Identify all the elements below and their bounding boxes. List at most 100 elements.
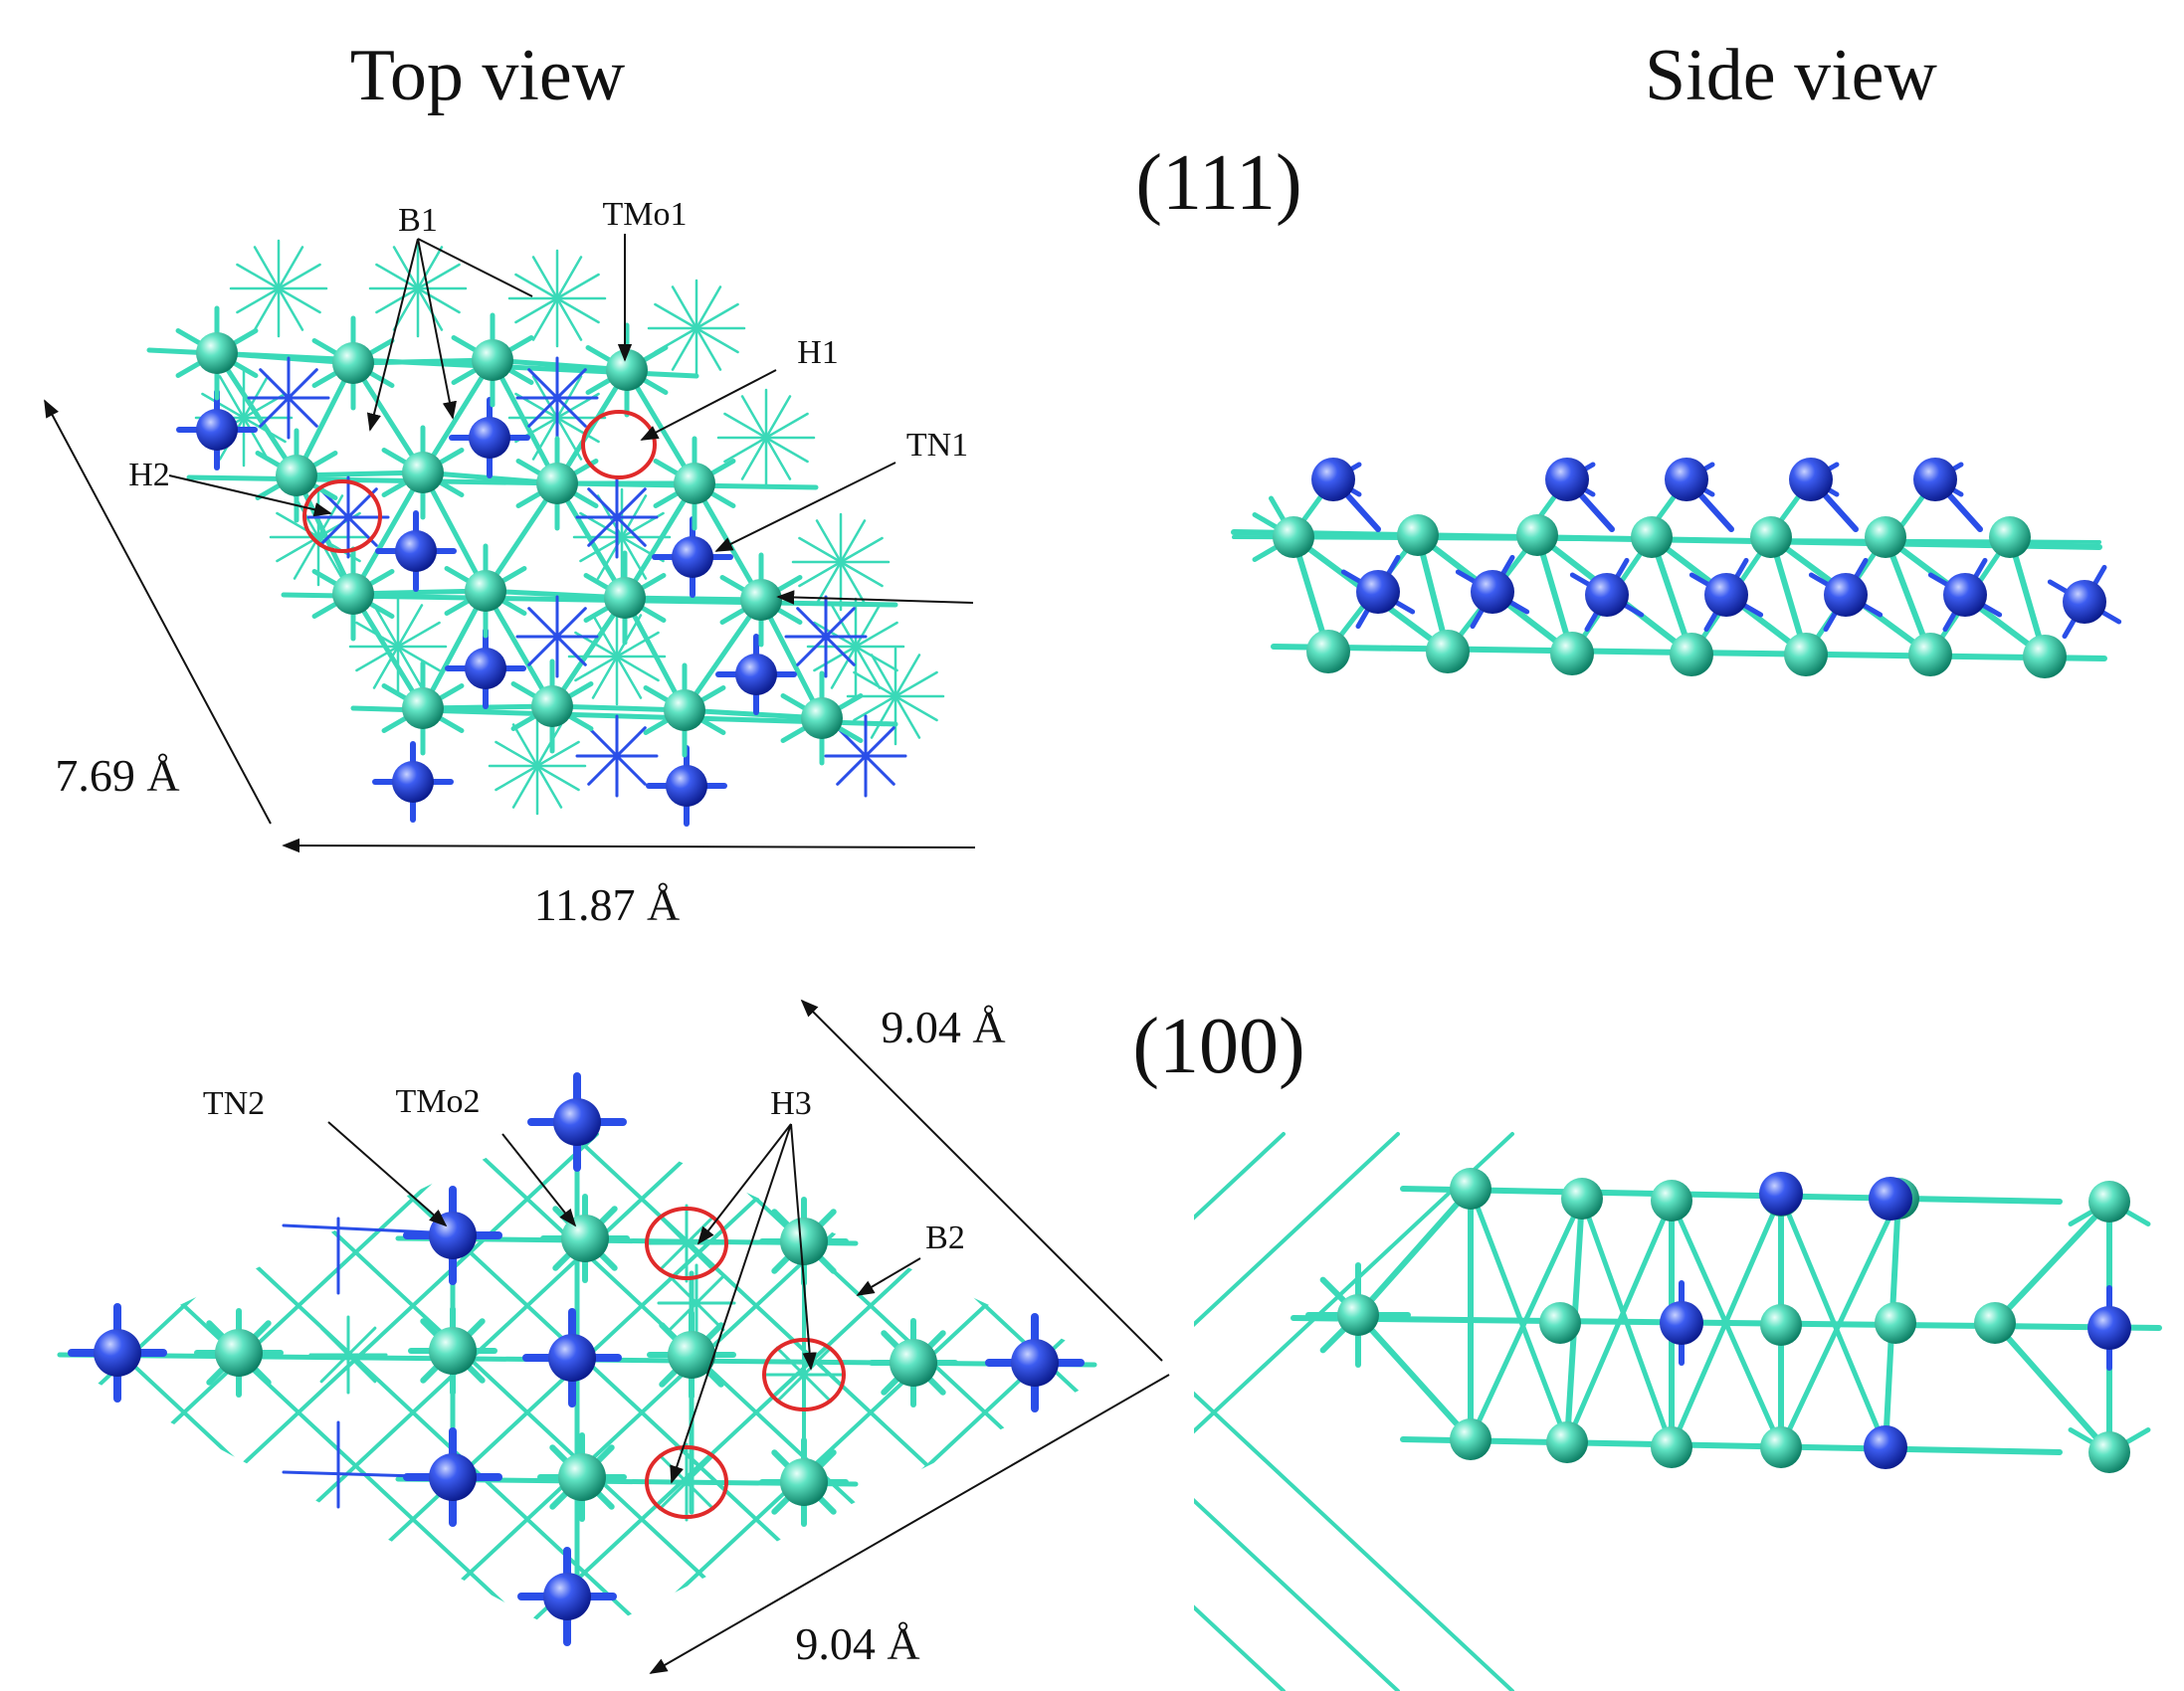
atoms-100 [94, 1098, 1059, 1620]
atoms-side-100 [1337, 1168, 2131, 1473]
bond-star [259, 368, 318, 428]
mo-atom [215, 1329, 263, 1377]
n-atom [735, 654, 777, 695]
n-atom [543, 1573, 591, 1620]
label-b1: B1 [398, 202, 438, 239]
bond [1778, 1193, 1888, 1450]
bond-star [796, 607, 856, 666]
mo-atom [740, 579, 782, 621]
bond-star [375, 263, 461, 314]
bond-star [836, 726, 895, 786]
n-atom [1665, 458, 1708, 501]
mo-atom [429, 1327, 477, 1375]
bond [1564, 1198, 1675, 1445]
bond [490, 357, 560, 486]
dimension-100-a: 9.04 Å [881, 1002, 1005, 1052]
bond [350, 357, 496, 366]
mo-atom [780, 1458, 828, 1506]
bond [1468, 1186, 1570, 1445]
n-atom [666, 765, 707, 807]
bond [420, 357, 496, 475]
bond [682, 597, 764, 713]
bond [483, 480, 560, 594]
mo-atom [890, 1339, 937, 1387]
label-tn1: TN1 [906, 427, 968, 464]
bond-star [775, 1346, 833, 1404]
bond [622, 480, 697, 601]
bond [1355, 1186, 1474, 1318]
atoms-side-111 [1273, 458, 2106, 678]
label-h3: H3 [770, 1085, 812, 1122]
dimension-111-b: 11.87 Å [534, 879, 681, 930]
bond [622, 595, 764, 603]
bond [350, 470, 426, 597]
mo-atom [1750, 516, 1792, 558]
n-atom [1545, 458, 1589, 501]
mo-atom [1273, 516, 1314, 558]
bond-star [355, 621, 441, 672]
n-atom [1311, 458, 1355, 501]
mo-atom [1550, 632, 1594, 675]
bond-network-side-100 [1291, 1186, 2162, 1455]
dimension-111-a: 7.69 Å [55, 750, 179, 801]
mo-atom [1561, 1178, 1603, 1220]
bond [294, 360, 356, 478]
bond [622, 595, 688, 713]
mo-atom [196, 332, 238, 374]
bond-star [574, 631, 660, 682]
top-view-100 [0, 1072, 1514, 1691]
bond [294, 470, 426, 478]
bond-star [514, 273, 600, 324]
mo-atom [1651, 1180, 1692, 1221]
n-atom [1943, 573, 1987, 617]
n-atom [465, 648, 506, 689]
mo-atom [780, 1218, 828, 1265]
n-atom [553, 1098, 601, 1146]
mo-atom [664, 689, 705, 731]
n-atom [429, 1212, 477, 1259]
label-tn2: TN2 [203, 1085, 265, 1122]
bond-star [668, 1274, 725, 1332]
n-atom [1864, 1425, 1907, 1469]
mo-atom [2088, 1181, 2130, 1222]
n-atom [392, 761, 434, 803]
side-view-header: Side view [1645, 35, 1937, 116]
mo-atom [276, 455, 317, 496]
mo-atom [1306, 630, 1350, 673]
site-circle-h3-b [762, 1338, 846, 1411]
mask [0, 1094, 1194, 1691]
label-tmo1: TMo1 [603, 196, 688, 233]
n-atom [672, 536, 713, 578]
mo-atom [604, 577, 646, 619]
n-atom [1011, 1339, 1059, 1387]
mo-atom [472, 339, 513, 381]
n-atom [1704, 573, 1748, 617]
mo-atom [1908, 633, 1952, 676]
mo-atom [1450, 1168, 1491, 1210]
n-atom [1789, 458, 1833, 501]
label-b2: B2 [925, 1220, 965, 1256]
mo-atom [1337, 1294, 1379, 1336]
n-atom [196, 409, 238, 451]
mo-atom [536, 463, 578, 504]
bond-star [318, 487, 378, 547]
top-view-111 [146, 239, 945, 827]
bond [1400, 1186, 2063, 1205]
mo-atom [674, 463, 715, 504]
label-h2: H2 [128, 457, 170, 493]
mo-atom [531, 685, 573, 727]
mo-atom [332, 573, 374, 615]
n-atom [1759, 1172, 1803, 1216]
n-atom [1585, 573, 1629, 617]
bond [420, 470, 489, 594]
dimension-100-b: 9.04 Å [795, 1618, 919, 1669]
side-view-100 [1291, 1168, 2162, 1473]
bond [1992, 1199, 2112, 1326]
mo-atom [1631, 516, 1673, 558]
mo-atom [2023, 635, 2067, 678]
bond-star [853, 670, 938, 722]
mo-atom [1865, 516, 1906, 558]
site-circle-h3-c [645, 1445, 728, 1519]
mo-atom [2088, 1431, 2130, 1473]
